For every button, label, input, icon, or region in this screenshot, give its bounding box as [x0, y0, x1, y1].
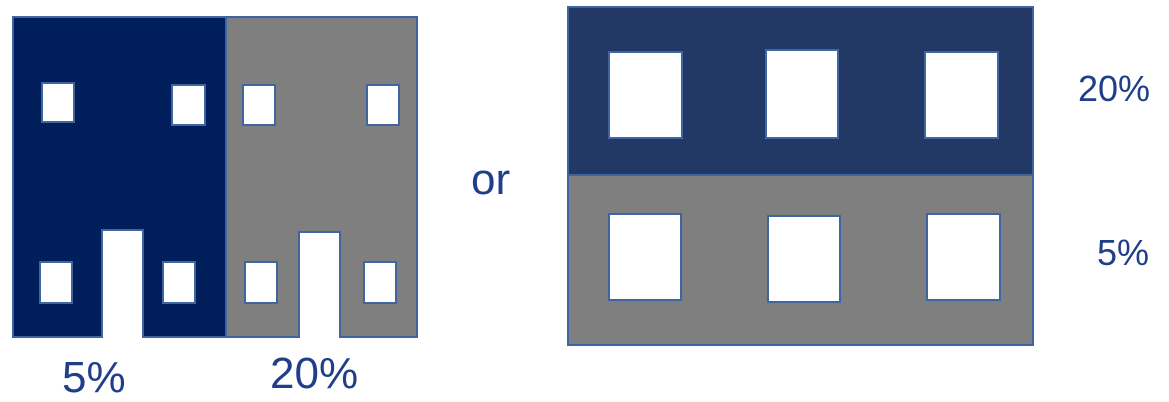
window [363, 261, 397, 304]
right-half-percent: 20% [270, 352, 358, 396]
top-floor-percent: 20% [1078, 71, 1150, 107]
window [242, 84, 276, 126]
door [298, 231, 341, 338]
window [767, 215, 841, 303]
window [366, 84, 400, 126]
window [39, 261, 73, 304]
window [244, 261, 278, 304]
window [765, 49, 839, 139]
window [924, 51, 999, 139]
left-half-percent: 5% [62, 356, 126, 400]
window [41, 82, 75, 123]
window [608, 51, 683, 139]
window [926, 213, 1001, 301]
door [101, 229, 144, 338]
bottom-floor-percent: 5% [1097, 235, 1149, 271]
or-separator: or [471, 158, 510, 202]
window [162, 261, 196, 304]
window [171, 84, 206, 126]
window [608, 213, 682, 301]
